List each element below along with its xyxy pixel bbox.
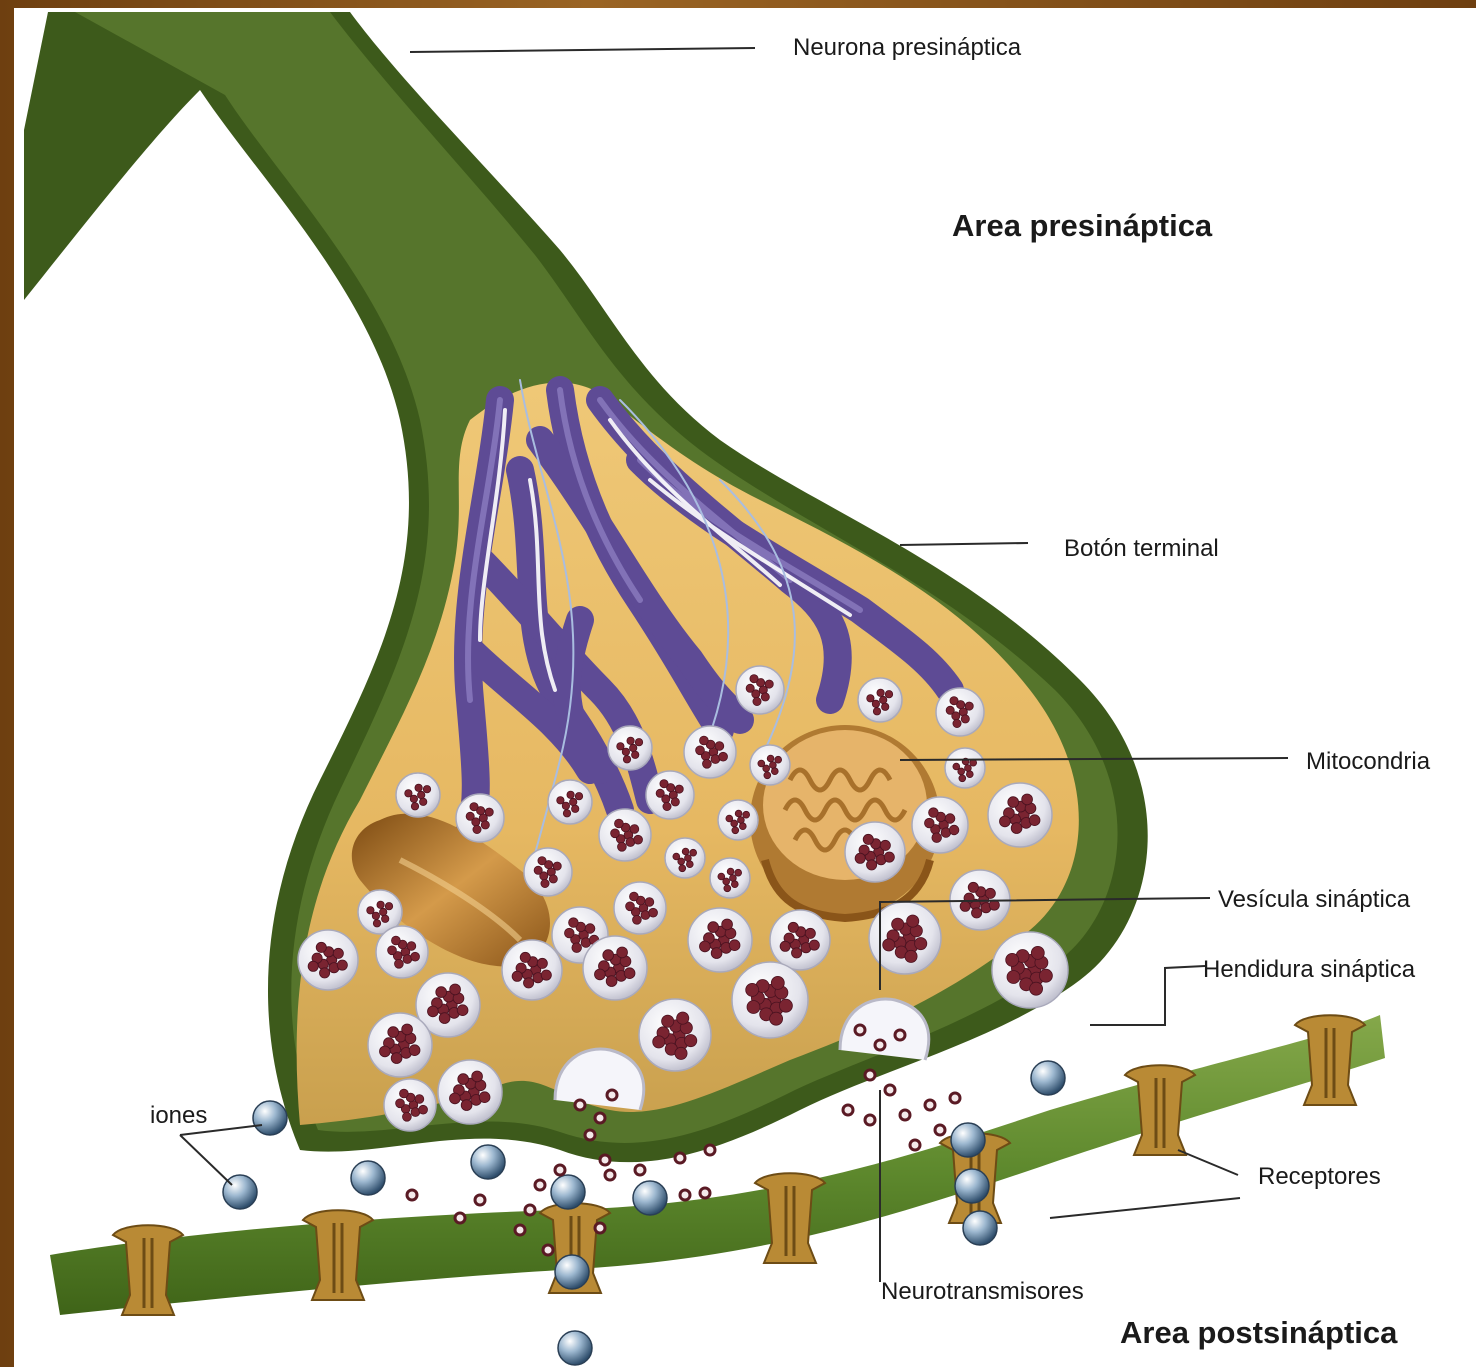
neurotransmitter	[855, 1025, 865, 1035]
synaptic-vesicle	[438, 1060, 502, 1124]
ion	[471, 1145, 505, 1179]
synaptic-vesicle	[608, 726, 652, 770]
ion	[351, 1161, 385, 1195]
neurotransmitter	[585, 1130, 595, 1140]
neurotransmitter	[605, 1170, 615, 1180]
leader-hendidura	[1090, 966, 1205, 1025]
synaptic-vesicle	[376, 926, 428, 978]
neurotransmitter	[600, 1155, 610, 1165]
neurotransmitter	[865, 1115, 875, 1125]
ion	[633, 1181, 667, 1215]
label-neurona-presinaptica: Neurona presináptica	[793, 34, 1021, 62]
label-area-presinaptica: Area presináptica	[952, 208, 1212, 244]
label-area-postsinaptica: Area postsináptica	[1120, 1315, 1397, 1351]
ion	[955, 1169, 989, 1203]
leader-neurona	[410, 48, 755, 52]
neurotransmitter	[575, 1100, 585, 1110]
neurotransmitter	[910, 1140, 920, 1150]
neurotransmitter	[635, 1165, 645, 1175]
synaptic-vesicle	[298, 930, 358, 990]
diagram-illustration	[14, 8, 1476, 1367]
label-iones: iones	[150, 1102, 207, 1130]
synaptic-vesicle	[736, 666, 784, 714]
neurotransmitter	[705, 1145, 715, 1155]
neurotransmitter	[935, 1125, 945, 1135]
synaptic-vesicle	[684, 726, 736, 778]
label-mitocondria: Mitocondria	[1306, 748, 1430, 776]
ion	[558, 1331, 592, 1365]
leader-boton	[900, 543, 1028, 545]
ion	[963, 1211, 997, 1245]
synaptic-vesicle	[384, 1079, 436, 1131]
synaptic-vesicle	[548, 780, 592, 824]
leader-iones	[180, 1125, 262, 1185]
neurotransmitter	[455, 1213, 465, 1223]
neurotransmitter	[680, 1190, 690, 1200]
synaptic-vesicle	[646, 771, 694, 819]
ion	[253, 1101, 287, 1135]
synaptic-vesicle	[583, 936, 647, 1000]
neurotransmitter	[407, 1190, 417, 1200]
neurotransmitter	[865, 1070, 875, 1080]
neurotransmitter	[950, 1093, 960, 1103]
synaptic-vesicle	[718, 800, 758, 840]
ion	[951, 1123, 985, 1157]
ion	[551, 1175, 585, 1209]
neurotransmitter	[535, 1180, 545, 1190]
neurotransmitter	[595, 1223, 605, 1233]
ion	[1031, 1061, 1065, 1095]
label-hendidura-sinaptica: Hendidura sináptica	[1203, 956, 1415, 984]
neurotransmitter	[555, 1165, 565, 1175]
synaptic-vesicle	[750, 745, 790, 785]
neurotransmitter	[895, 1030, 905, 1040]
synaptic-vesicle	[524, 848, 572, 896]
synaptic-vesicle	[368, 1013, 432, 1077]
neurotransmitter	[700, 1188, 710, 1198]
synaptic-vesicle	[912, 797, 968, 853]
neurotransmitter	[595, 1113, 605, 1123]
neurotransmitter	[515, 1225, 525, 1235]
synaptic-vesicle	[599, 809, 651, 861]
neurotransmitter	[525, 1205, 535, 1215]
synaptic-vesicle	[396, 773, 440, 817]
synaptic-vesicle	[858, 678, 902, 722]
neurotransmitter	[543, 1245, 553, 1255]
neurotransmitter	[475, 1195, 485, 1205]
synaptic-vesicle	[945, 748, 985, 788]
label-vesicula-sinaptica: Vesícula sináptica	[1218, 886, 1410, 914]
synaptic-vesicle	[665, 838, 705, 878]
synaptic-vesicle	[614, 882, 666, 934]
neurotransmitter	[900, 1110, 910, 1120]
synaptic-vesicle	[456, 794, 504, 842]
neurotransmitter	[875, 1040, 885, 1050]
neurotransmitter	[675, 1153, 685, 1163]
neurotransmitter	[885, 1085, 895, 1095]
synaptic-vesicle	[845, 822, 905, 882]
synaptic-vesicle	[992, 932, 1068, 1008]
label-boton-terminal: Botón terminal	[1064, 535, 1219, 563]
synaptic-vesicle	[502, 940, 562, 1000]
leader-receptores	[1050, 1150, 1240, 1218]
synaptic-vesicle	[688, 908, 752, 972]
neurotransmitter	[925, 1100, 935, 1110]
synaptic-vesicle	[770, 910, 830, 970]
label-receptores: Receptores	[1258, 1163, 1381, 1191]
synaptic-vesicle	[639, 999, 711, 1071]
neurotransmitter	[843, 1105, 853, 1115]
synapse-diagram: Neurona presináptica Area presináptica B…	[14, 8, 1476, 1367]
synaptic-vesicle	[988, 783, 1052, 847]
neurotransmitter	[607, 1090, 617, 1100]
ion	[555, 1255, 589, 1289]
synaptic-vesicle	[732, 962, 808, 1038]
synaptic-vesicle	[936, 688, 984, 736]
label-neurotransmisores: Neurotransmisores	[881, 1278, 1084, 1306]
synaptic-vesicle	[710, 858, 750, 898]
